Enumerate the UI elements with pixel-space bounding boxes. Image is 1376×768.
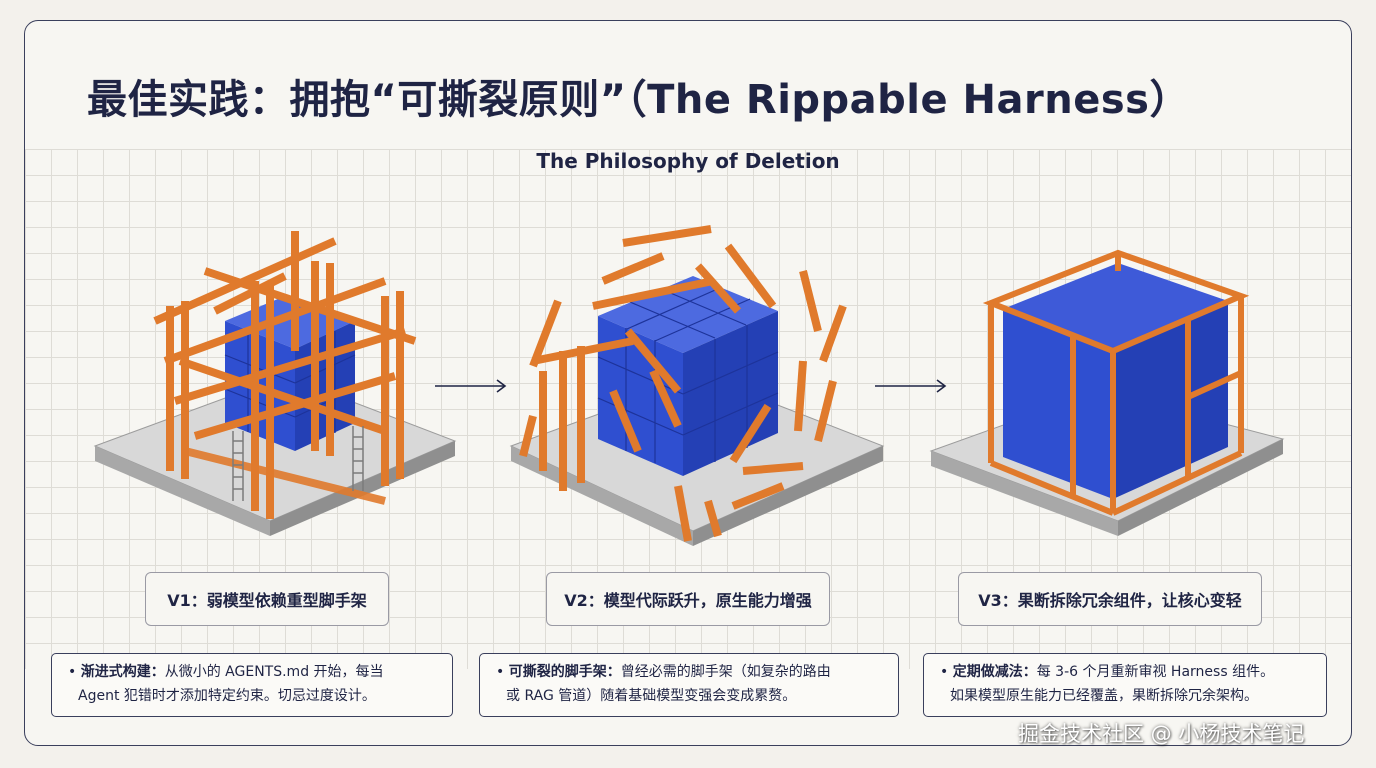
stage-1-illustration xyxy=(93,231,457,536)
note-line-1: • 定期做减法：每 3-6 个月重新审视 Harness 组件。 xyxy=(940,664,1275,680)
diagram-subtitle: The Philosophy of Deletion xyxy=(536,149,840,173)
stage-3-illustration xyxy=(929,249,1285,536)
note-rippable-scaffold: • 可撕裂的脚手架：曾经必需的脚手架（如复杂的路由 或 RAG 管道）随着基础模… xyxy=(479,653,899,717)
note-text: 每 3-6 个月重新审视 Harness 组件。 xyxy=(1036,664,1275,680)
note-line-2: 或 RAG 管道）随着基础模型变强会变成累赘。 xyxy=(506,688,797,704)
page-title: 最佳实践：拥抱“可撕裂原则”（The Rippable Harness） xyxy=(87,77,1190,123)
watermark: 掘金技术社区 @ 小杨技术笔记 xyxy=(1018,722,1305,746)
ladder-icon xyxy=(232,426,364,501)
note-text: 曾经必需的脚手架（如复杂的路由 xyxy=(620,664,831,680)
stage-label-v3: V3：果断拆除冗余组件，让核心变轻 xyxy=(958,572,1262,626)
note-line-1: • 可撕裂的脚手架：曾经必需的脚手架（如复杂的路由 xyxy=(496,664,831,680)
note-line-2: Agent 犯错时才添加特定约束。切忌过度设计。 xyxy=(78,688,376,704)
stage-label-v1: V1：弱模型依赖重型脚手架 xyxy=(145,572,389,626)
note-periodic-subtraction: • 定期做减法：每 3-6 个月重新审视 Harness 组件。 如果模型原生能… xyxy=(923,653,1327,717)
note-line-2: 如果模型原生能力已经覆盖，果断拆除冗余架构。 xyxy=(950,688,1258,704)
falling-scaffold xyxy=(519,225,847,542)
light-frame xyxy=(982,249,1250,516)
note-line-1: • 渐进式构建：从微小的 AGENTS.md 开始，每当 xyxy=(68,664,384,680)
note-text: 从微小的 AGENTS.md 开始，每当 xyxy=(164,664,384,680)
heavy-scaffold xyxy=(153,231,417,519)
stage-2-illustration xyxy=(509,225,885,546)
note-incremental-build: • 渐进式构建：从微小的 AGENTS.md 开始，每当 Agent 犯错时才添… xyxy=(51,653,453,717)
note-heading: 渐进式构建： xyxy=(80,664,165,680)
note-heading: 可撕裂的脚手架： xyxy=(508,664,621,680)
note-heading: 定期做减法： xyxy=(952,664,1037,680)
arrow-right-icon xyxy=(875,379,947,393)
arrow-right-icon xyxy=(435,379,507,393)
stage-label-v2: V2：模型代际跃升，原生能力增强 xyxy=(546,572,830,626)
slide-card: 最佳实践：拥抱“可撕裂原则”（The Rippable Harness） The… xyxy=(24,20,1352,746)
